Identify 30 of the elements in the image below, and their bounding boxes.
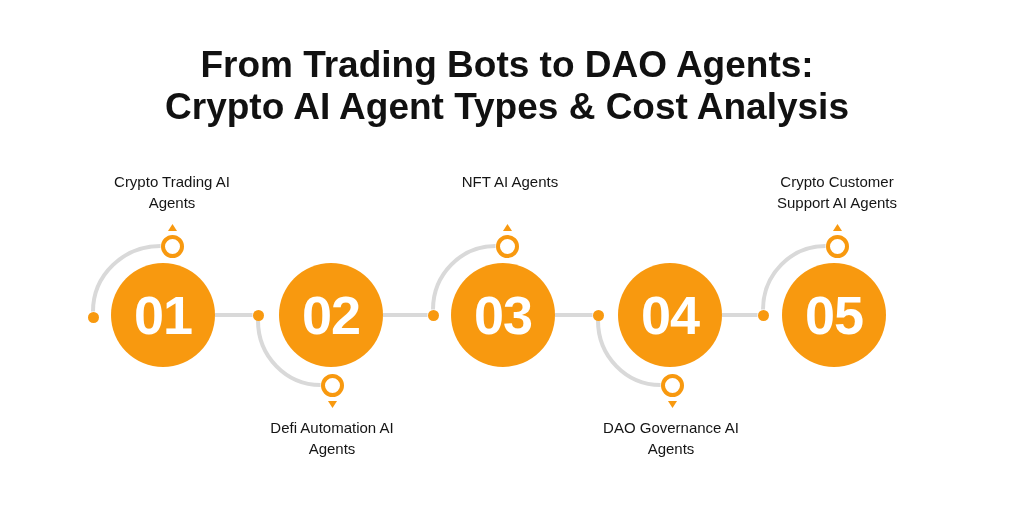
ring-marker bbox=[495, 234, 519, 258]
ring-marker bbox=[660, 373, 684, 397]
step-number: 03 bbox=[473, 288, 533, 342]
connector-line bbox=[431, 244, 496, 310]
junction-dot bbox=[252, 309, 264, 321]
step-number: 04 bbox=[640, 288, 700, 342]
connector-line bbox=[555, 313, 593, 317]
step-label: Defi Automation AI Agents bbox=[269, 418, 395, 459]
step-label: Crypto Customer Support AI Agents bbox=[775, 172, 899, 213]
connector-line bbox=[722, 313, 758, 317]
step-label: DAO Governance AI Agents bbox=[602, 418, 740, 459]
connector-line bbox=[91, 244, 161, 312]
ring-marker bbox=[320, 373, 344, 397]
step-label: Crypto Trading AI Agents bbox=[113, 172, 231, 213]
step-number: 01 bbox=[133, 288, 193, 342]
step-label: NFT AI Agents bbox=[460, 172, 560, 192]
junction-dot bbox=[592, 309, 604, 321]
step-number: 02 bbox=[301, 288, 361, 342]
junction-dot bbox=[757, 309, 769, 321]
connector-line bbox=[256, 320, 321, 387]
connector-line bbox=[215, 313, 253, 317]
connector-line bbox=[761, 244, 826, 310]
ring-marker bbox=[160, 234, 184, 258]
title: From Trading Bots to DAO Agents: Crypto AI Agent Types & Cost Analysis bbox=[164, 44, 850, 128]
ring-marker bbox=[825, 234, 849, 258]
junction-dot bbox=[427, 309, 439, 321]
step-number: 05 bbox=[804, 288, 864, 342]
connector-line bbox=[383, 313, 428, 317]
junction-dot bbox=[87, 311, 99, 323]
connector-line bbox=[596, 320, 661, 387]
